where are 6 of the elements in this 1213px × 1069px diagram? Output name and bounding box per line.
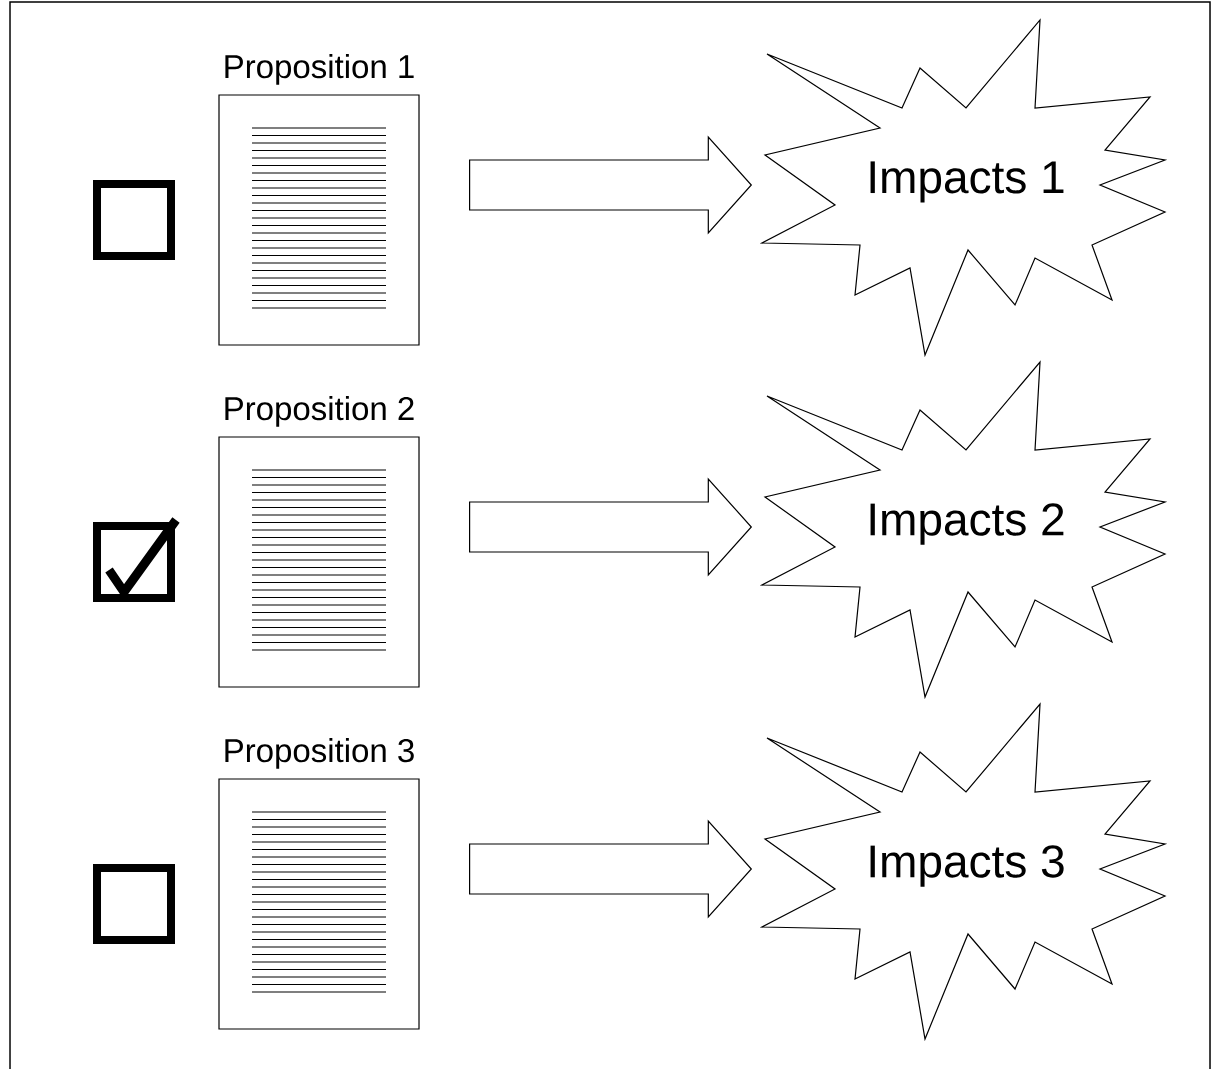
document-title: Proposition 2 (225, 396, 414, 427)
block-arrow (469, 819, 753, 919)
document-title: Proposition 1 (225, 54, 414, 85)
document-title: Proposition 3 (225, 738, 414, 769)
block-arrow (469, 477, 753, 577)
block-arrow (469, 135, 753, 235)
